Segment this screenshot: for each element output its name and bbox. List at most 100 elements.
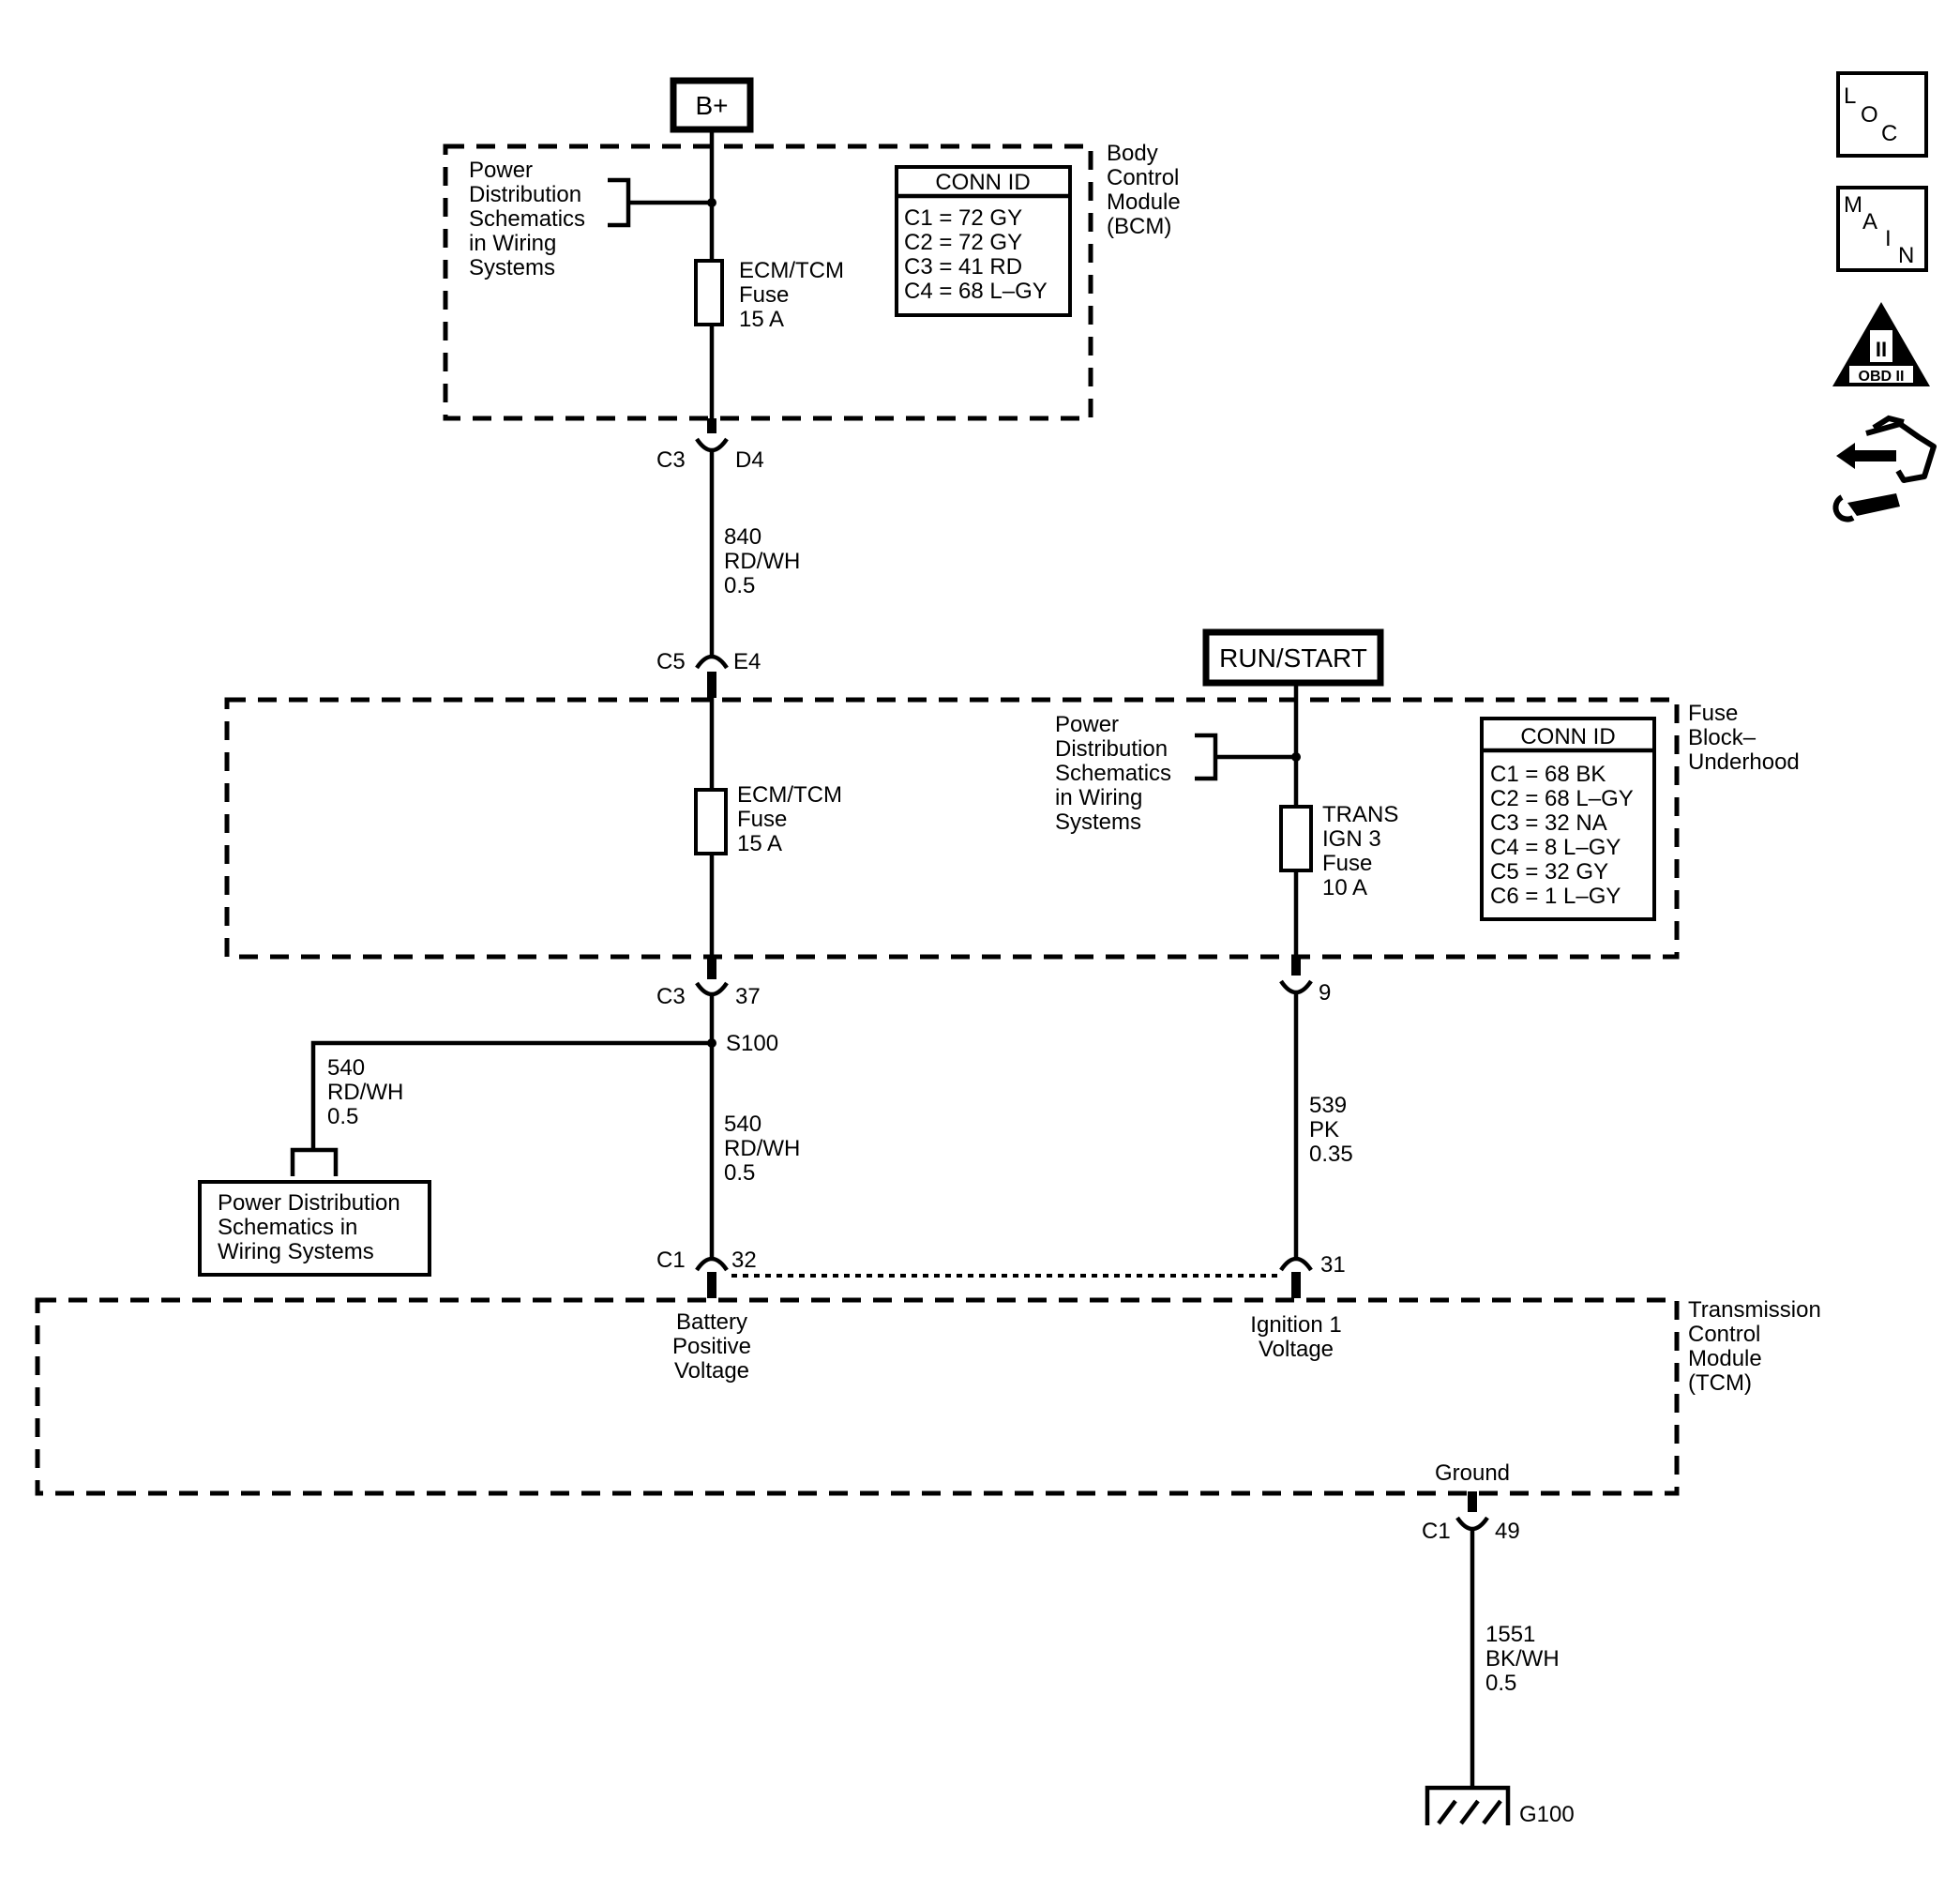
bcm-pd-reference: Power Distribution Schematics in Wiring … xyxy=(469,158,716,280)
svg-text:37: 37 xyxy=(735,984,761,1009)
connector-bcm-c3-d4: C3 D4 xyxy=(656,418,764,473)
svg-text:Battery: Battery xyxy=(676,1309,747,1335)
svg-text:0.5: 0.5 xyxy=(1485,1671,1516,1696)
svg-text:A: A xyxy=(1862,209,1877,234)
svg-text:IGN 3: IGN 3 xyxy=(1322,826,1381,852)
svg-text:Fuse: Fuse xyxy=(1688,701,1738,726)
connector-fb-9: 9 xyxy=(1279,957,1331,1006)
svg-text:L: L xyxy=(1844,83,1856,109)
fb-trans-ign3-fuse: TRANS IGN 3 Fuse 10 A xyxy=(1279,802,1398,900)
bcm-conn-id-table: CONN ID C1 = 72 GY C2 = 72 GY C3 = 41 RD… xyxy=(895,165,1072,317)
svg-text:Voltage: Voltage xyxy=(1259,1337,1334,1362)
svg-text:Wiring Systems: Wiring Systems xyxy=(218,1239,374,1264)
svg-text:Module: Module xyxy=(1688,1346,1762,1371)
wire-539-label: 539 PK 0.35 xyxy=(1309,1093,1353,1167)
svg-text:ECM/TCM: ECM/TCM xyxy=(737,782,842,808)
wire-540-branch xyxy=(310,1040,712,1150)
svg-text:Power: Power xyxy=(469,158,533,183)
svg-text:10 A: 10 A xyxy=(1322,875,1367,900)
svg-text:O: O xyxy=(1861,102,1878,128)
svg-text:C5 = 32 GY: C5 = 32 GY xyxy=(1490,859,1608,885)
svg-text:C2 = 68 L–GY: C2 = 68 L–GY xyxy=(1490,786,1634,811)
tcm-battery-voltage-label: Battery Positive Voltage xyxy=(672,1309,751,1384)
svg-text:Systems: Systems xyxy=(1055,809,1141,835)
svg-text:(TCM): (TCM) xyxy=(1688,1370,1752,1396)
svg-text:Fuse: Fuse xyxy=(1322,851,1372,876)
svg-text:E4: E4 xyxy=(733,649,761,674)
ground-g100-label: G100 xyxy=(1519,1802,1575,1827)
main-icon[interactable]: M A I N xyxy=(1836,186,1928,272)
svg-text:Schematics: Schematics xyxy=(1055,761,1171,786)
svg-text:540: 540 xyxy=(724,1112,761,1137)
svg-text:C3 = 41 RD: C3 = 41 RD xyxy=(904,254,1022,280)
svg-text:C1 = 72 GY: C1 = 72 GY xyxy=(904,205,1022,231)
svg-text:Ignition 1: Ignition 1 xyxy=(1250,1312,1341,1338)
tcm-name: Transmission Control Module (TCM) xyxy=(1688,1297,1821,1396)
svg-text:Block–: Block– xyxy=(1688,725,1756,750)
obd-ii-icon[interactable]: II OBD II xyxy=(1832,302,1930,386)
fuse-block-name: Fuse Block– Underhood xyxy=(1688,701,1800,775)
svg-text:9: 9 xyxy=(1319,980,1331,1006)
svg-text:D4: D4 xyxy=(735,447,764,473)
svg-text:OBD II: OBD II xyxy=(1859,369,1905,385)
loc-icon[interactable]: L O C xyxy=(1836,71,1928,158)
wire-540-main-label: 540 RD/WH 0.5 xyxy=(724,1112,800,1186)
svg-text:539: 539 xyxy=(1309,1093,1347,1118)
svg-text:Underhood: Underhood xyxy=(1688,749,1800,775)
run-start-label: RUN/START xyxy=(1219,643,1367,673)
svg-text:C5: C5 xyxy=(656,649,686,674)
svg-text:RD/WH: RD/WH xyxy=(724,549,800,574)
svg-text:0.5: 0.5 xyxy=(724,573,755,598)
svg-text:840: 840 xyxy=(724,524,761,550)
svg-text:RD/WH: RD/WH xyxy=(327,1080,403,1105)
fb-conn-id-table: CONN ID C1 = 68 BK C2 = 68 L–GY C3 = 32 … xyxy=(1480,717,1656,921)
svg-text:Fuse: Fuse xyxy=(737,807,787,832)
connector-tcm-c1-32: C1 32 xyxy=(656,1248,757,1298)
wire-840-label: 840 RD/WH 0.5 xyxy=(724,524,800,598)
ground-g100-icon xyxy=(1425,1785,1511,1825)
fb-ecm-tcm-fuse: ECM/TCM Fuse 15 A xyxy=(694,782,842,856)
svg-text:C3 = 32 NA: C3 = 32 NA xyxy=(1490,810,1607,836)
svg-text:PK: PK xyxy=(1309,1117,1339,1142)
svg-text:RD/WH: RD/WH xyxy=(724,1136,800,1161)
svg-text:Transmission: Transmission xyxy=(1688,1297,1821,1323)
splice-s100-label: S100 xyxy=(726,1031,778,1056)
svg-text:M: M xyxy=(1844,192,1862,218)
svg-text:Voltage: Voltage xyxy=(674,1358,749,1384)
svg-text:Distribution: Distribution xyxy=(469,182,581,207)
svg-text:Fuse: Fuse xyxy=(739,282,789,308)
svg-text:0.5: 0.5 xyxy=(724,1160,755,1186)
wire-1551-label: 1551 BK/WH 0.5 xyxy=(1485,1622,1560,1696)
connector-tcm-c1-49: C1 49 xyxy=(1422,1491,1520,1544)
svg-text:Body: Body xyxy=(1107,141,1158,166)
svg-text:C: C xyxy=(1881,121,1897,146)
hand-wrench-icon[interactable] xyxy=(1832,415,1937,522)
bcm-module-border xyxy=(443,144,1093,421)
svg-text:C3: C3 xyxy=(656,984,686,1009)
svg-text:Module: Module xyxy=(1107,189,1181,215)
bplus-label: B+ xyxy=(695,91,728,120)
svg-text:I: I xyxy=(1885,226,1892,251)
svg-text:C1: C1 xyxy=(1422,1519,1451,1544)
svg-text:0.35: 0.35 xyxy=(1309,1142,1353,1167)
svg-text:Power Distribution: Power Distribution xyxy=(218,1190,400,1216)
svg-text:31: 31 xyxy=(1320,1252,1346,1278)
tcm-module-border xyxy=(35,1297,1680,1496)
svg-text:32: 32 xyxy=(731,1248,757,1273)
svg-text:49: 49 xyxy=(1495,1519,1520,1544)
svg-text:540: 540 xyxy=(327,1055,365,1081)
bplus-source: B+ xyxy=(670,77,754,133)
svg-text:Positive: Positive xyxy=(672,1334,751,1359)
run-start-source: RUN/START xyxy=(1202,628,1384,687)
svg-text:C4 = 8 L–GY: C4 = 8 L–GY xyxy=(1490,835,1621,860)
svg-text:ECM/TCM: ECM/TCM xyxy=(739,258,844,283)
svg-text:Distribution: Distribution xyxy=(1055,736,1168,762)
svg-text:Control: Control xyxy=(1107,165,1179,190)
svg-text:C1: C1 xyxy=(656,1248,686,1273)
fuse-block-border xyxy=(224,697,1680,960)
svg-text:CONN ID: CONN ID xyxy=(935,170,1030,195)
svg-text:Power: Power xyxy=(1055,712,1119,737)
svg-text:Schematics: Schematics xyxy=(469,206,585,232)
svg-text:0.5: 0.5 xyxy=(327,1104,358,1129)
svg-text:Schematics in: Schematics in xyxy=(218,1215,357,1240)
